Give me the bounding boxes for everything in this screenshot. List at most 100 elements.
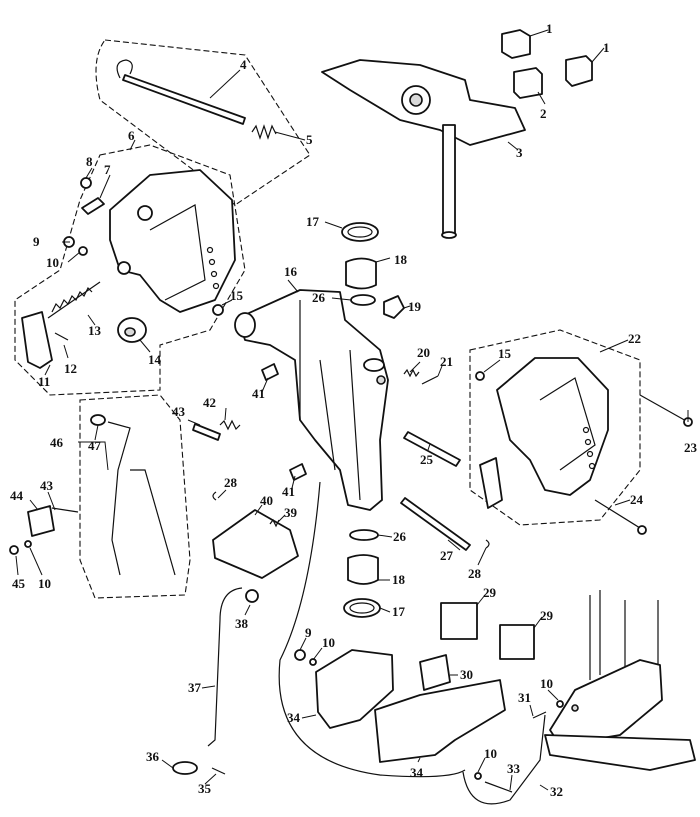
part-41-grease-fitting-upper — [261, 363, 279, 381]
callout-10e: 10 — [484, 746, 497, 761]
callout-18a: 18 — [394, 252, 408, 267]
part-27-tie-rod — [400, 497, 471, 551]
part-26-ring-upper — [350, 294, 376, 306]
part-39-screw — [269, 518, 280, 528]
part-29-block-right — [499, 624, 535, 660]
callout-1a: 1 — [546, 21, 553, 36]
part-1-pad-b — [565, 55, 593, 87]
part-33-bolt — [484, 781, 513, 793]
callout-41a: 41 — [252, 386, 265, 401]
part-14-pad — [117, 317, 147, 343]
part-7-clip — [81, 197, 105, 215]
callout-16: 16 — [284, 264, 298, 279]
callout-46: 46 — [50, 435, 64, 450]
group-outline-46 — [79, 394, 191, 599]
part-10-washer-c — [309, 658, 317, 666]
callout-38: 38 — [235, 616, 249, 631]
callout-10a: 10 — [46, 255, 59, 270]
part-19-block — [383, 295, 405, 319]
group-outline-6-14 — [14, 144, 246, 396]
callout-12: 12 — [64, 361, 77, 376]
callout-13: 13 — [88, 323, 102, 338]
part-47-knob — [90, 414, 106, 426]
part-30-block — [419, 654, 451, 691]
callout-31: 31 — [518, 690, 531, 705]
callout-29b: 29 — [540, 608, 554, 623]
callout-10b: 10 — [38, 576, 51, 591]
callout-26a: 26 — [312, 290, 326, 305]
callout-44: 44 — [10, 488, 24, 503]
part-9-nut-lower — [294, 649, 306, 661]
callout-23: 23 — [684, 440, 698, 455]
callout-labels: 1 1 2 3 4 5 6 7 8 9 10 11 12 13 14 15 16… — [10, 21, 698, 799]
part-24-bolt — [594, 499, 647, 535]
part-23-bolt — [639, 394, 693, 427]
callout-17b: 17 — [392, 604, 406, 619]
part-1-pad-a — [501, 29, 531, 59]
part-12-pin — [54, 332, 69, 341]
part-8-nut — [80, 177, 92, 189]
callout-19: 19 — [408, 299, 422, 314]
part-43-pin-lower — [51, 507, 79, 513]
callout-17a: 17 — [306, 214, 320, 229]
part-25-pin — [403, 431, 461, 467]
part-2-pad — [513, 67, 543, 99]
part-28-clip-right — [485, 539, 490, 549]
callout-24: 24 — [630, 492, 644, 507]
callout-8: 8 — [86, 154, 93, 169]
callout-45: 45 — [12, 576, 26, 591]
callout-27: 27 — [440, 548, 454, 563]
callout-41b: 41 — [282, 484, 295, 499]
part-17-washer-upper — [341, 222, 379, 242]
callout-9b: 9 — [305, 625, 312, 640]
callout-47: 47 — [88, 438, 102, 453]
callout-33: 33 — [507, 761, 521, 776]
part-20-spring-pin — [403, 368, 420, 378]
callout-11: 11 — [38, 374, 50, 389]
part-15-washer-left — [212, 304, 224, 316]
callout-43a: 43 — [172, 404, 186, 419]
callout-14: 14 — [148, 352, 162, 367]
callout-32: 32 — [550, 784, 563, 799]
part-13-screw — [47, 281, 101, 319]
part-4-tilt-rod — [116, 59, 246, 125]
callout-42: 42 — [203, 395, 216, 410]
ground-wire — [278, 481, 546, 805]
callout-7: 7 — [104, 162, 111, 177]
group-outline-4-5 — [95, 39, 311, 206]
part-42-spring — [219, 419, 241, 431]
callout-15b: 15 — [498, 346, 512, 361]
part-22-clamp-bracket-right — [496, 357, 609, 496]
lower-unit-housing — [544, 590, 696, 771]
callout-10d: 10 — [540, 676, 553, 691]
callout-3: 3 — [516, 145, 523, 160]
part-34-clamp-upper — [315, 649, 394, 729]
part-31-bolt — [532, 711, 547, 719]
callout-28b: 28 — [468, 566, 482, 581]
callout-4: 4 — [240, 57, 247, 72]
part-44-handle-right — [479, 457, 503, 509]
callout-1b: 1 — [603, 40, 610, 55]
part-17-washer-lower — [343, 598, 381, 618]
callout-22: 22 — [628, 331, 641, 346]
part-34-clamp-lower — [374, 679, 506, 763]
callout-30: 30 — [460, 667, 473, 682]
part-45-bolt — [9, 545, 19, 555]
part-6-clamp-bracket-left — [109, 169, 236, 313]
callout-35: 35 — [198, 781, 212, 796]
callout-29a: 29 — [483, 585, 497, 600]
callout-20: 20 — [417, 345, 430, 360]
part-10-washer-a — [78, 246, 88, 256]
part-10-washer-b — [24, 540, 32, 548]
part-36-collar — [172, 761, 198, 775]
part-5-spring — [251, 124, 277, 140]
part-44-bracket-left — [27, 505, 55, 537]
part-11-handle — [21, 311, 53, 369]
part-21-bolt — [421, 375, 439, 385]
callout-40: 40 — [260, 493, 273, 508]
callout-34a: 34 — [287, 710, 301, 725]
callout-5: 5 — [306, 132, 313, 147]
part-35-pin — [211, 767, 226, 775]
callout-25: 25 — [420, 452, 434, 467]
